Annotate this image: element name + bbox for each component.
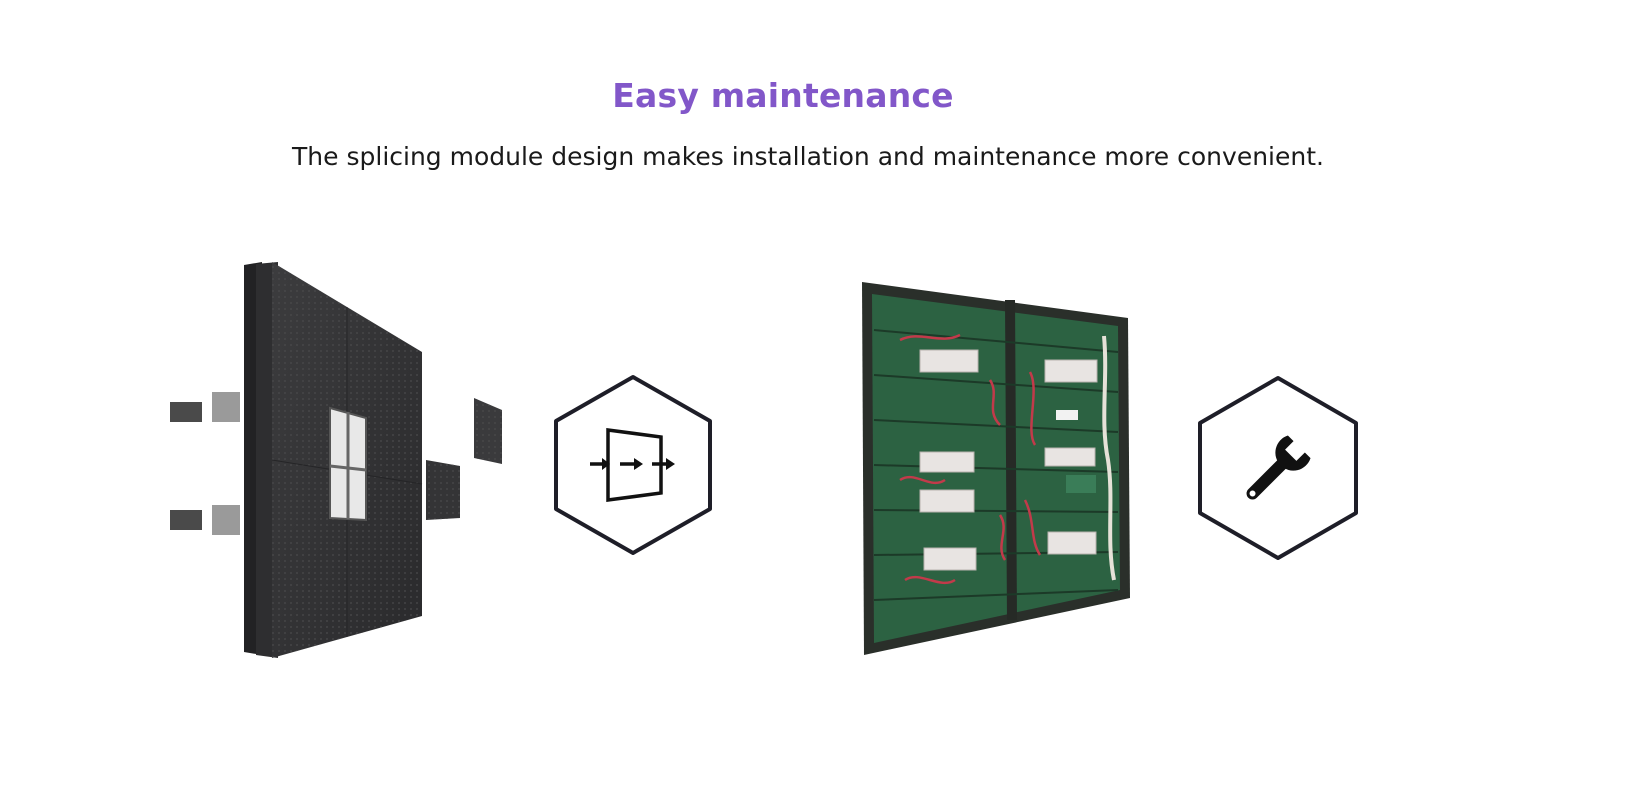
wrench-icon xyxy=(1198,376,1358,560)
module-splice-icon xyxy=(554,375,712,555)
section-title: Easy maintenance xyxy=(612,76,954,115)
section-subtitle: The splicing module design makes install… xyxy=(292,142,1324,171)
cabinet-back-illustration xyxy=(862,282,1130,655)
cabinet-exploded-illustration xyxy=(170,262,502,658)
